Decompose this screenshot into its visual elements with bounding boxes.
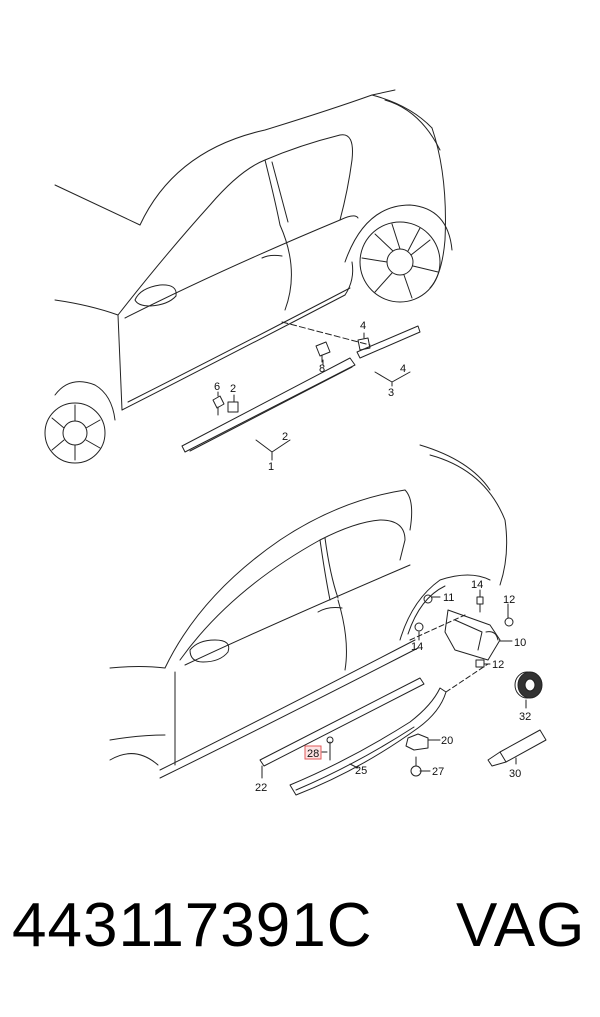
bottom-car-body — [109, 444, 508, 779]
screw-11 — [423, 594, 433, 604]
callout-11: 11 — [443, 592, 454, 604]
callout-2-clip: 2 — [230, 383, 236, 395]
callout-3: 3 — [388, 387, 394, 399]
callout-4-trim: 4 — [400, 363, 406, 375]
callout-12-top: 12 — [503, 594, 515, 606]
top-side-trim-front — [181, 357, 356, 453]
callout-1: 1 — [268, 461, 274, 473]
callout-30: 30 — [509, 768, 521, 780]
callout-27: 27 — [432, 766, 444, 778]
callout-28: 28 — [307, 748, 319, 760]
callout-8: 8 — [319, 363, 325, 375]
top-side-trim-rear — [356, 325, 421, 359]
clip-20 — [405, 733, 429, 751]
clip-2 — [227, 401, 239, 413]
screw-27 — [410, 756, 422, 777]
callout-4-clip: 4 — [360, 320, 366, 332]
callout-25: 25 — [355, 765, 367, 777]
sill-trim-22 — [259, 677, 425, 767]
part-number: 443117391C — [12, 891, 373, 960]
callout-20: 20 — [441, 735, 453, 747]
bracket-10 — [444, 609, 501, 661]
callout-28-highlight — [304, 745, 322, 760]
clip-4 — [357, 337, 371, 351]
callout-labels: 6 2 8 4 4 3 2 1 11 14 12 10 14 12 32 20 … — [214, 320, 531, 794]
callout-6: 6 — [214, 381, 220, 393]
screw-14a — [476, 596, 484, 613]
screw-12a — [504, 617, 514, 627]
screw-12b — [475, 659, 485, 668]
tape-roll-32 — [514, 671, 543, 699]
brand-label: VAG — [456, 891, 586, 960]
footer: 443117391C VAG — [0, 890, 600, 980]
adhesive-tube-30 — [487, 729, 547, 767]
callout-32: 32 — [519, 711, 531, 723]
callout-12-bottom: 12 — [492, 659, 504, 671]
clip-8 — [315, 341, 331, 363]
screw-28 — [326, 736, 334, 761]
top-car-body — [44, 89, 453, 464]
callout-2-trim: 2 — [282, 431, 288, 443]
callout-10: 10 — [514, 637, 526, 649]
sill-panel-25 — [289, 687, 447, 796]
clip-6 — [212, 395, 225, 416]
screw-14b — [414, 622, 424, 632]
callout-14-left: 14 — [411, 641, 423, 653]
callout-14-top: 14 — [471, 579, 483, 591]
callout-22: 22 — [255, 782, 267, 794]
